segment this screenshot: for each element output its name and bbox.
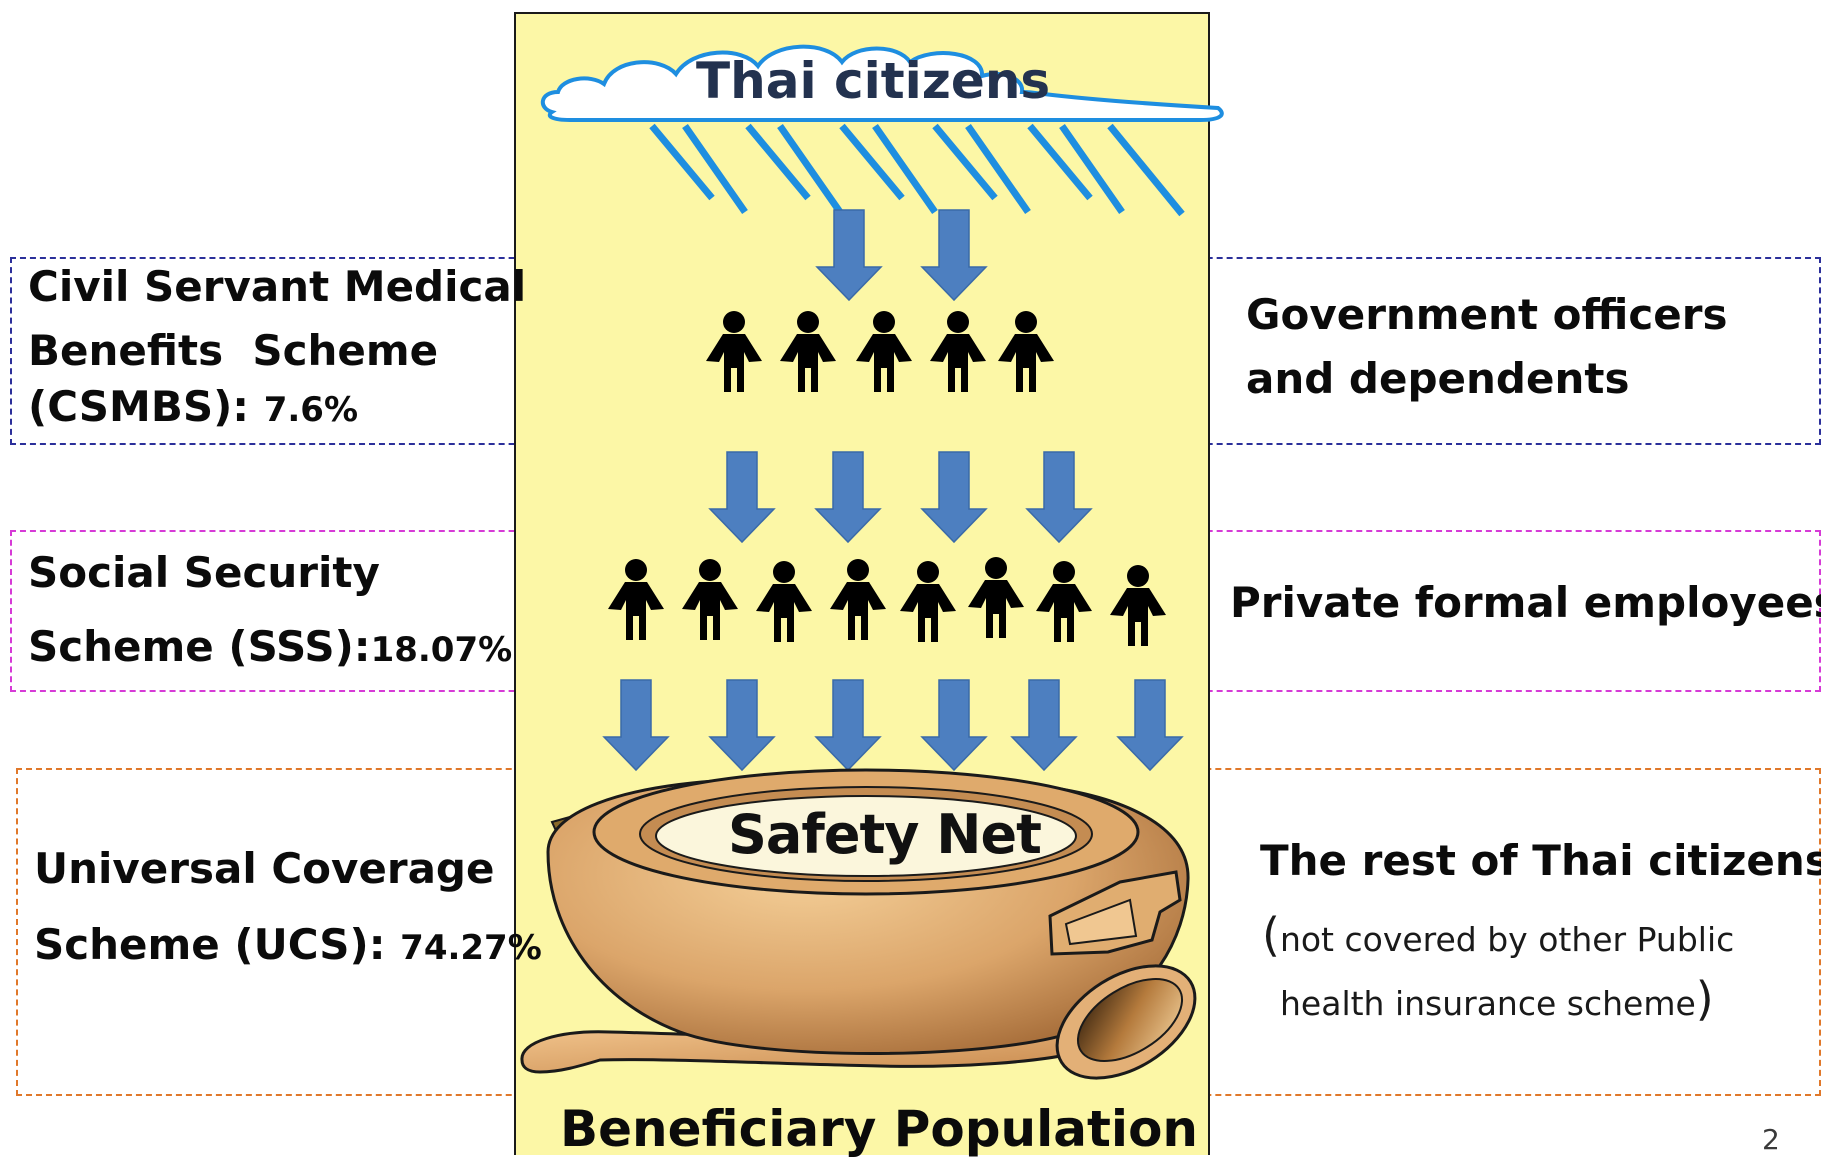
- down-arrow-icon: [815, 451, 881, 543]
- sss-abbrev: Scheme (SSS):: [28, 622, 371, 671]
- person-icon: [900, 561, 956, 642]
- down-arrow-icon: [1011, 679, 1077, 771]
- sss-people-icons: [608, 557, 1166, 646]
- csmbs-name-line1: Civil Servant Medical: [28, 262, 527, 311]
- csmbs-beneficiaries-line2: and dependents: [1246, 354, 1630, 403]
- person-icon: [1110, 565, 1166, 646]
- csmbs-name-line3: (CSMBS): 7.6%: [28, 386, 358, 428]
- person-icon: [830, 559, 886, 640]
- sss-name-line1: Social Security: [28, 548, 380, 597]
- down-arrow-icon: [1117, 679, 1183, 771]
- ucs-note-open-paren: (: [1262, 908, 1280, 962]
- down-arrow-icon: [603, 679, 669, 771]
- arrows-to-sss: [709, 451, 1092, 543]
- csmbs-name-line2: Benefits Scheme: [28, 326, 439, 375]
- sss-share: 18.07%: [370, 630, 513, 670]
- source-label: Thai citizens: [696, 52, 1051, 110]
- down-arrow-icon: [815, 679, 881, 771]
- down-arrow-icon: [709, 679, 775, 771]
- ucs-note-text1: not covered by other Public: [1279, 920, 1735, 959]
- person-icon: [706, 311, 762, 392]
- ucs-name-line2: Scheme (UCS): 74.27%: [34, 924, 542, 966]
- ucs-note-close-paren: ): [1695, 972, 1714, 1026]
- ucs-share: 74.27%: [400, 928, 542, 968]
- csmbs-share: 7.6%: [263, 390, 359, 430]
- person-icon: [998, 311, 1054, 392]
- sss-name-line2: Scheme (SSS):18.07%: [28, 626, 512, 668]
- person-icon: [856, 311, 912, 392]
- cloud-icon: [541, 44, 1224, 122]
- down-arrow-icon: [816, 209, 882, 301]
- ucs-note-line2: health insurance scheme): [1280, 976, 1714, 1022]
- down-arrow-icon: [921, 679, 987, 771]
- ucs-note-text2: health insurance scheme: [1280, 984, 1696, 1023]
- safety-net-pot-icon: [520, 768, 1197, 1080]
- down-arrow-icon: [921, 209, 987, 301]
- person-icon: [608, 559, 664, 640]
- person-icon: [968, 557, 1024, 638]
- person-icon: [682, 559, 738, 640]
- ucs-note-line1: (not covered by other Public: [1262, 912, 1734, 958]
- ucs-abbrev: Scheme (UCS):: [34, 920, 386, 969]
- sss-beneficiaries: Private formal employees: [1230, 578, 1821, 627]
- csmbs-beneficiaries-line1: Government officers: [1246, 290, 1728, 339]
- person-icon: [930, 311, 986, 392]
- rain-icon: [649, 123, 1185, 217]
- footer-label: Beneficiary Population: [560, 1100, 1199, 1158]
- arrows-to-ucs: [603, 679, 1183, 771]
- person-icon: [1036, 561, 1092, 642]
- down-arrow-icon: [921, 451, 987, 543]
- down-arrow-icon: [1026, 451, 1092, 543]
- person-icon: [780, 311, 836, 392]
- arrows-to-csmbs: [816, 209, 987, 301]
- csmbs-people-icons: [706, 311, 1054, 392]
- safety-net-label: Safety Net: [728, 803, 1042, 866]
- person-icon: [756, 561, 812, 642]
- down-arrow-icon: [709, 451, 775, 543]
- csmbs-abbrev: (CSMBS):: [28, 382, 250, 431]
- page-number: 2: [1762, 1123, 1780, 1156]
- ucs-name-line1: Universal Coverage: [34, 844, 495, 893]
- ucs-beneficiaries: The rest of Thai citizens: [1260, 836, 1821, 885]
